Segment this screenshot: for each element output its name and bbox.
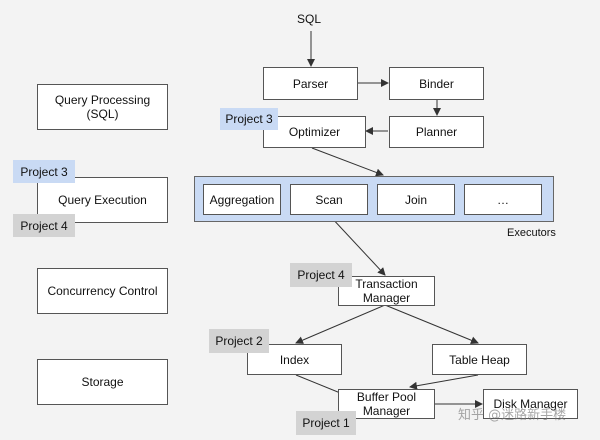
executor-join: Join — [377, 184, 455, 215]
table-heap-box: Table Heap — [432, 344, 527, 375]
arrow-txn-to-tableheap — [384, 304, 479, 345]
arrow-optimizer-to-executors — [311, 147, 384, 177]
tag-txn-project4: Project 4 — [290, 263, 352, 287]
transaction-manager-box: Transaction Manager — [338, 276, 435, 306]
parser-box: Parser — [263, 67, 358, 100]
arrow-tableheap-to-bpm — [409, 374, 479, 390]
tag-left-project3: Project 3 — [13, 160, 75, 183]
planner-box: Planner — [389, 116, 484, 148]
disk-manager-box: Disk Manager — [483, 389, 578, 419]
watermark: 知乎 @迷路新手楼 — [458, 408, 567, 423]
executor-aggregation: Aggregation — [203, 184, 281, 215]
layer-storage: Storage — [37, 359, 168, 405]
tag-bpm-project1: Project 1 — [296, 411, 356, 435]
arrow-txn-to-index — [295, 304, 386, 344]
binder-box: Binder — [389, 67, 484, 100]
layer-concurrency-control: Concurrency Control — [37, 268, 168, 314]
tag-index-project2: Project 2 — [209, 329, 269, 353]
tag-left-project4: Project 4 — [13, 214, 75, 237]
sql-label: SQL — [297, 12, 322, 26]
tag-optimizer-project3: Project 3 — [220, 108, 278, 130]
layer-query-processing: Query Processing (SQL) — [37, 84, 168, 130]
executor-scan: Scan — [290, 184, 368, 215]
executor-more: … — [464, 184, 542, 215]
executors-caption: Executors — [507, 227, 556, 239]
arrow-scan-to-txn — [329, 215, 386, 276]
optimizer-box: Optimizer — [263, 116, 366, 148]
